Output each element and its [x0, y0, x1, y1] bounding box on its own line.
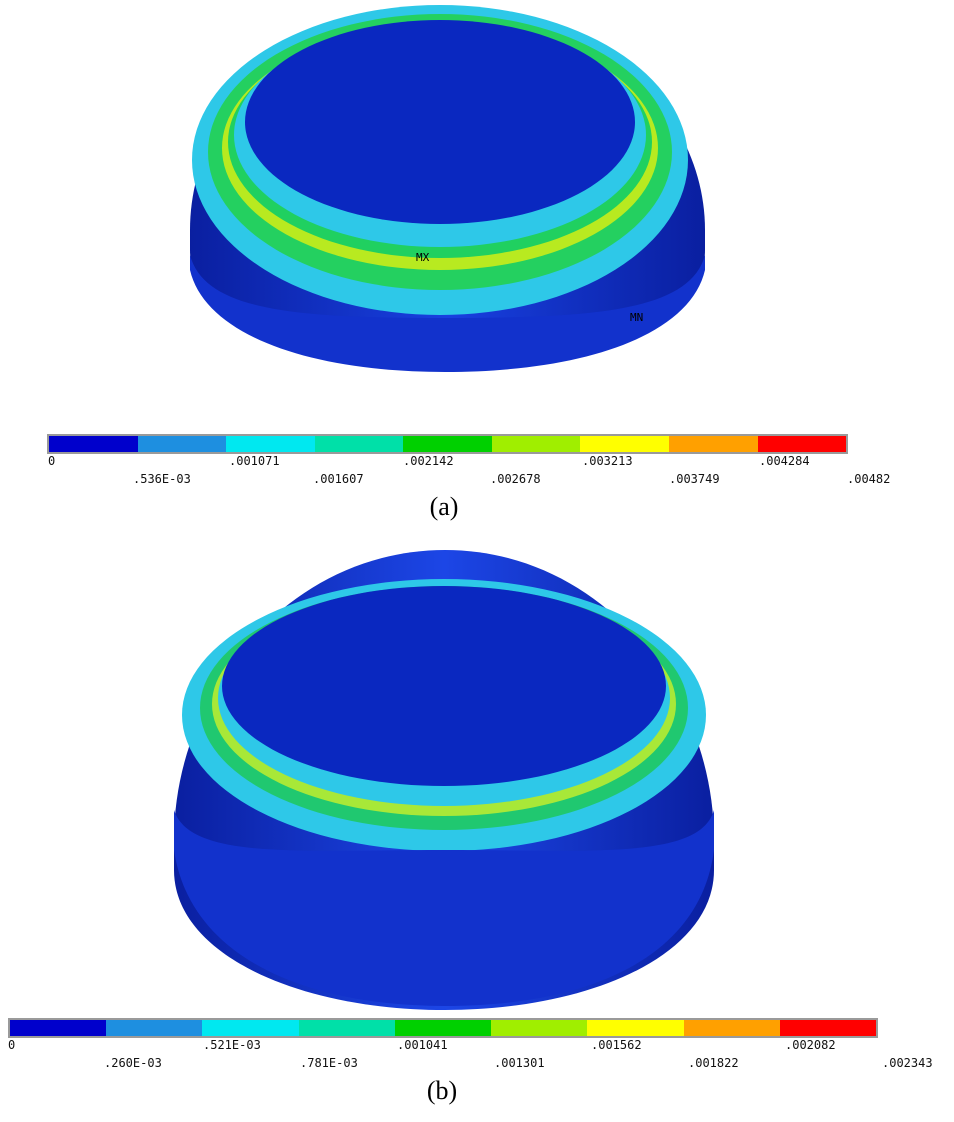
dome-top-cap — [222, 586, 666, 786]
legend-tick-b-bottom-0: .260E-03 — [104, 1056, 162, 1070]
dome-lower-side — [174, 810, 714, 1006]
legend-swatch-a-1 — [137, 436, 227, 452]
legend-tick-a-bottom-0: .536E-03 — [133, 472, 191, 486]
legend-tick-b-top-0: 0 — [8, 1038, 16, 1052]
legend-swatch-b-8 — [779, 1020, 876, 1036]
legend-tick-b-bottom-1: .781E-03 — [300, 1056, 358, 1070]
min-marker: MN — [630, 311, 643, 324]
legend-tick-a-top-0: 0 — [48, 454, 56, 468]
legend-swatch-a-3 — [314, 436, 404, 452]
legend-tick-b-bottom-3: .001822 — [688, 1056, 739, 1070]
legend-swatch-b-5 — [491, 1020, 588, 1036]
legend-swatch-b-2 — [202, 1020, 299, 1036]
legend-tick-a-top-4: .004284 — [759, 454, 810, 468]
legend-swatch-b-0 — [10, 1020, 107, 1036]
legend-tick-a-bottom-1: .001607 — [313, 472, 364, 486]
legend-bar-a — [47, 434, 848, 454]
figure-b: 0 .521E-03 .001041 .001562 .002082 .260E… — [0, 540, 954, 1122]
dome-lower-side — [190, 255, 705, 372]
legend-swatch-b-3 — [298, 1020, 395, 1036]
legend-tick-b-top-2: .001041 — [397, 1038, 448, 1052]
legend-tick-a-top-2: .002142 — [403, 454, 454, 468]
legend-swatch-a-6 — [580, 436, 669, 452]
legend-tick-b-bottom-4: .002343 — [882, 1056, 933, 1070]
legend-swatch-a-5 — [491, 436, 581, 452]
dome-top-cap — [245, 20, 635, 224]
legend-swatch-b-1 — [106, 1020, 203, 1036]
legend-tick-a-bottom-4: .00482 — [847, 472, 891, 486]
legend-swatch-a-8 — [757, 436, 847, 452]
figure-a: MX MN 0 .001071 .002142 .003213 .004284 … — [0, 0, 954, 530]
max-marker: MX — [416, 251, 430, 264]
dome-plot-a: MX MN — [190, 5, 705, 372]
dome-plot-b — [174, 550, 714, 1010]
legend-tick-a-bottom-3: .003749 — [669, 472, 720, 486]
caption-b: (b) — [426, 1076, 458, 1105]
legend-tick-b-top-4: .002082 — [785, 1038, 836, 1052]
legend-tick-a-top-3: .003213 — [582, 454, 633, 468]
legend-tick-b-top-1: .521E-03 — [203, 1038, 261, 1052]
legend-swatch-a-0 — [49, 436, 138, 452]
legend-swatch-a-7 — [668, 436, 758, 452]
legend-tick-a-top-1: .001071 — [229, 454, 280, 468]
legend-tick-a-bottom-2: .002678 — [490, 472, 541, 486]
legend-swatch-a-4 — [403, 436, 492, 452]
legend-bar-b — [8, 1018, 878, 1038]
legend-tick-b-bottom-2: .001301 — [494, 1056, 545, 1070]
legend-swatch-b-6 — [587, 1020, 684, 1036]
legend-swatch-a-2 — [226, 436, 315, 452]
legend-swatch-b-4 — [394, 1020, 492, 1036]
legend-swatch-b-7 — [683, 1020, 780, 1036]
legend-tick-b-top-3: .001562 — [591, 1038, 642, 1052]
caption-a: (a) — [429, 492, 459, 521]
